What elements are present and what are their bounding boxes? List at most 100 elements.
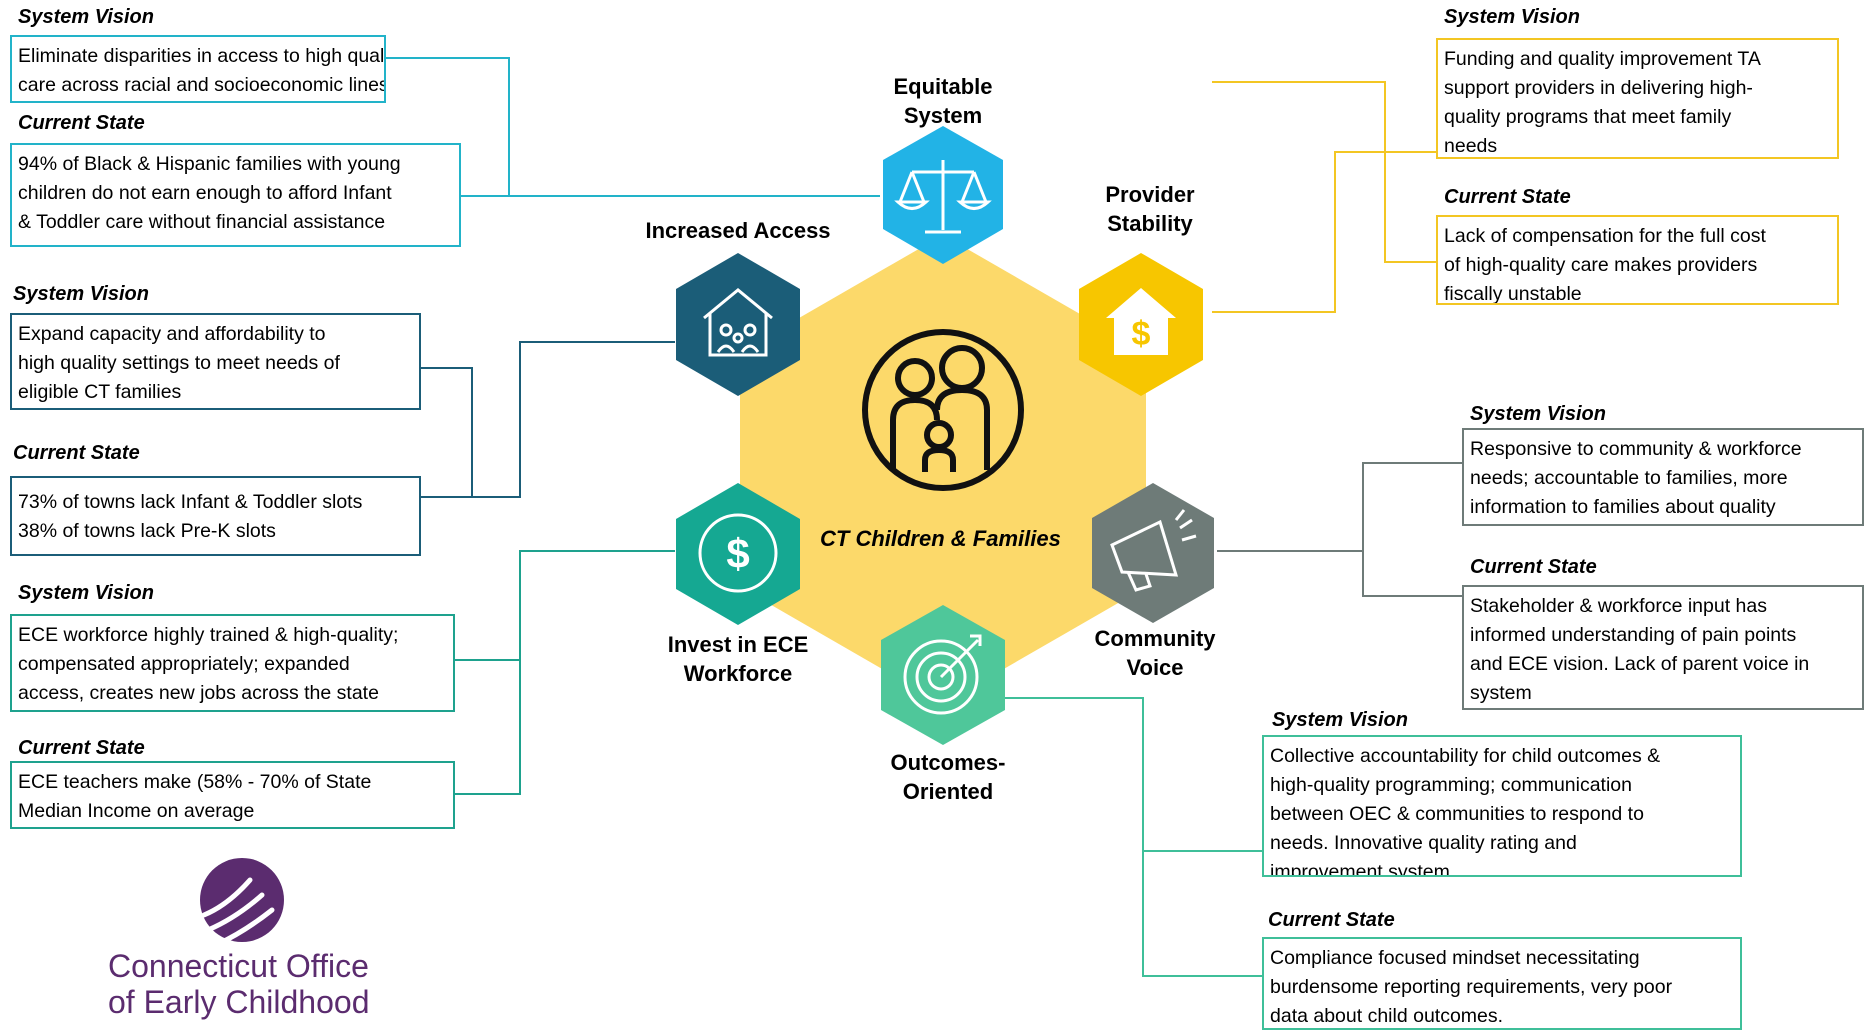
pillar-outcomes-line2: Oriented xyxy=(902,779,994,804)
megaphone-icon xyxy=(1110,509,1197,592)
pillar-workforce-title: Invest in ECE Workforce xyxy=(648,630,828,688)
provider-current-heading: Current State xyxy=(1444,186,1571,208)
workforce-current-box: ECE teachers make (58% - 70% of State Me… xyxy=(10,761,455,829)
box-line: Collective accountability for child outc… xyxy=(1270,745,1661,767)
box-line: and ECE vision. Lack of parent voice in xyxy=(1470,653,1810,675)
box-line: between OEC & communities to respond to xyxy=(1270,803,1644,825)
connector-provider-trunk xyxy=(1212,151,1385,313)
connector-community-2 xyxy=(1362,551,1462,597)
pillar-equitable-line2: System xyxy=(903,103,983,128)
provider-current-box: Lack of compensation for the full cost o… xyxy=(1436,215,1839,305)
pillar-community-title: Community Voice xyxy=(1080,624,1230,682)
connector-outcomes xyxy=(1005,697,1262,852)
pillar-community-line2: Voice xyxy=(1126,655,1184,680)
outcomes-current-heading: Current State xyxy=(1268,909,1395,931)
pillar-community-line1: Community xyxy=(1094,626,1216,651)
box-line: Compliance focused mindset necessitating xyxy=(1270,947,1640,969)
box-line: 38% of towns lack Pre-K slots xyxy=(18,520,276,542)
outcomes-vision-box: Collective accountability for child outc… xyxy=(1262,735,1742,877)
community-vision-box: Responsive to community & workforce need… xyxy=(1462,428,1864,526)
pillar-provider-line2: Stability xyxy=(1107,211,1193,236)
box-line: care across racial and socioeconomic lin… xyxy=(18,74,386,96)
outcomes-vision-heading: System Vision xyxy=(1272,709,1408,731)
box-line: of high-quality care makes providers xyxy=(1444,254,1758,276)
box-line: system xyxy=(1470,682,1532,704)
equitable-current-box: 94% of Black & Hispanic families with yo… xyxy=(10,143,461,247)
box-line: Stakeholder & workforce input has xyxy=(1470,595,1767,617)
community-current-heading: Current State xyxy=(1470,556,1597,578)
box-line: Expand capacity and affordability to xyxy=(18,323,326,345)
box-line: Responsive to community & workforce xyxy=(1470,438,1802,460)
access-current-box: 73% of towns lack Infant & Toddler slots… xyxy=(10,476,421,556)
box-line: needs xyxy=(1444,135,1498,157)
pillar-access-title: Increased Access xyxy=(628,216,848,245)
org-name-line2: of Early Childhood xyxy=(108,984,370,1020)
connector-provider-2 xyxy=(1384,152,1436,263)
pillar-provider-line1: Provider xyxy=(1105,182,1195,207)
svg-text:$: $ xyxy=(726,530,749,577)
workforce-current-heading: Current State xyxy=(18,737,145,759)
box-line: high quality settings to meet needs of xyxy=(18,352,340,374)
box-line: access, creates new jobs across the stat… xyxy=(18,682,379,704)
pillar-equitable-title: Equitable System xyxy=(873,72,1013,130)
box-line: compensated appropriately; expanded xyxy=(18,653,350,675)
svg-text:$: $ xyxy=(1132,315,1151,353)
family-icon xyxy=(862,329,1024,491)
box-line: children do not earn enough to afford In… xyxy=(18,182,392,204)
center-hexagon xyxy=(740,235,1146,704)
box-line: improvement system xyxy=(1270,861,1450,877)
pillar-access-line1: Increased Access xyxy=(645,218,831,243)
pillar-workforce-line1: Invest in ECE xyxy=(667,632,809,657)
workforce-hexagon xyxy=(676,483,800,625)
box-line: high-quality programming; communication xyxy=(1270,774,1632,796)
box-line: eligible CT families xyxy=(18,381,182,403)
box-line: 94% of Black & Hispanic families with yo… xyxy=(18,153,401,175)
access-current-heading: Current State xyxy=(13,442,140,464)
box-line: Funding and quality improvement TA xyxy=(1444,48,1761,70)
box-line: quality programs that meet family xyxy=(1444,106,1732,128)
box-line: burdensome reporting requirements, very … xyxy=(1270,976,1673,998)
connector-access-trunk xyxy=(472,341,675,498)
box-line: data about child outcomes. xyxy=(1270,1005,1504,1027)
target-icon xyxy=(903,634,982,715)
box-line: needs. Innovative quality rating and xyxy=(1270,832,1577,854)
community-hexagon xyxy=(1092,483,1214,623)
box-line: informed understanding of pain points xyxy=(1470,624,1797,646)
box-line: fiscally unstable xyxy=(1444,283,1582,305)
dollar-coin-icon: $ xyxy=(698,513,778,593)
pillar-equitable-line1: Equitable xyxy=(893,74,993,99)
workforce-vision-box: ECE workforce highly trained & high-qual… xyxy=(10,614,455,712)
pillar-outcomes-line1: Outcomes- xyxy=(890,750,1006,775)
access-vision-heading: System Vision xyxy=(13,283,149,305)
connector-equitable xyxy=(385,57,880,197)
pillar-provider-title: Provider Stability xyxy=(1080,180,1220,238)
connector-outcomes-2 xyxy=(1142,851,1262,977)
box-line: Eliminate disparities in access to high … xyxy=(18,45,386,67)
house-dollar-icon: $ xyxy=(1106,288,1176,355)
hands-logo xyxy=(200,858,284,947)
equitable-vision-heading: System Vision xyxy=(18,6,154,28)
equitable-vision-box: Eliminate disparities in access to high … xyxy=(10,35,386,103)
box-line: Lack of compensation for the full cost xyxy=(1444,225,1766,247)
access-hexagon xyxy=(676,253,800,396)
community-current-box: Stakeholder & workforce input has inform… xyxy=(1462,585,1864,710)
box-line: needs; accountable to families, more xyxy=(1470,467,1788,489)
org-name-line1: Connecticut Office xyxy=(108,948,369,984)
box-line: ECE workforce highly trained & high-qual… xyxy=(18,624,399,646)
box-line: information to families about quality xyxy=(1470,496,1776,518)
pillar-outcomes-title: Outcomes- Oriented xyxy=(868,748,1028,806)
outcomes-current-box: Compliance focused mindset necessitating… xyxy=(1262,937,1742,1030)
connector-workforce-trunk xyxy=(519,550,675,660)
box-line: Median Income on average xyxy=(18,800,255,822)
box-line: 73% of towns lack Infant & Toddler slots xyxy=(18,491,363,513)
box-line: ECE teachers make (58% - 70% of State xyxy=(18,771,372,793)
access-vision-box: Expand capacity and affordability to hig… xyxy=(10,313,421,410)
box-line: & Toddler care without financial assista… xyxy=(18,211,386,233)
community-vision-heading: System Vision xyxy=(1470,403,1606,425)
equitable-current-heading: Current State xyxy=(18,112,145,134)
box-line: support providers in delivering high- xyxy=(1444,77,1753,99)
provider-vision-box: Funding and quality improvement TA suppo… xyxy=(1436,38,1839,159)
connector-community xyxy=(1217,462,1462,552)
provider-vision-heading: System Vision xyxy=(1444,6,1580,28)
